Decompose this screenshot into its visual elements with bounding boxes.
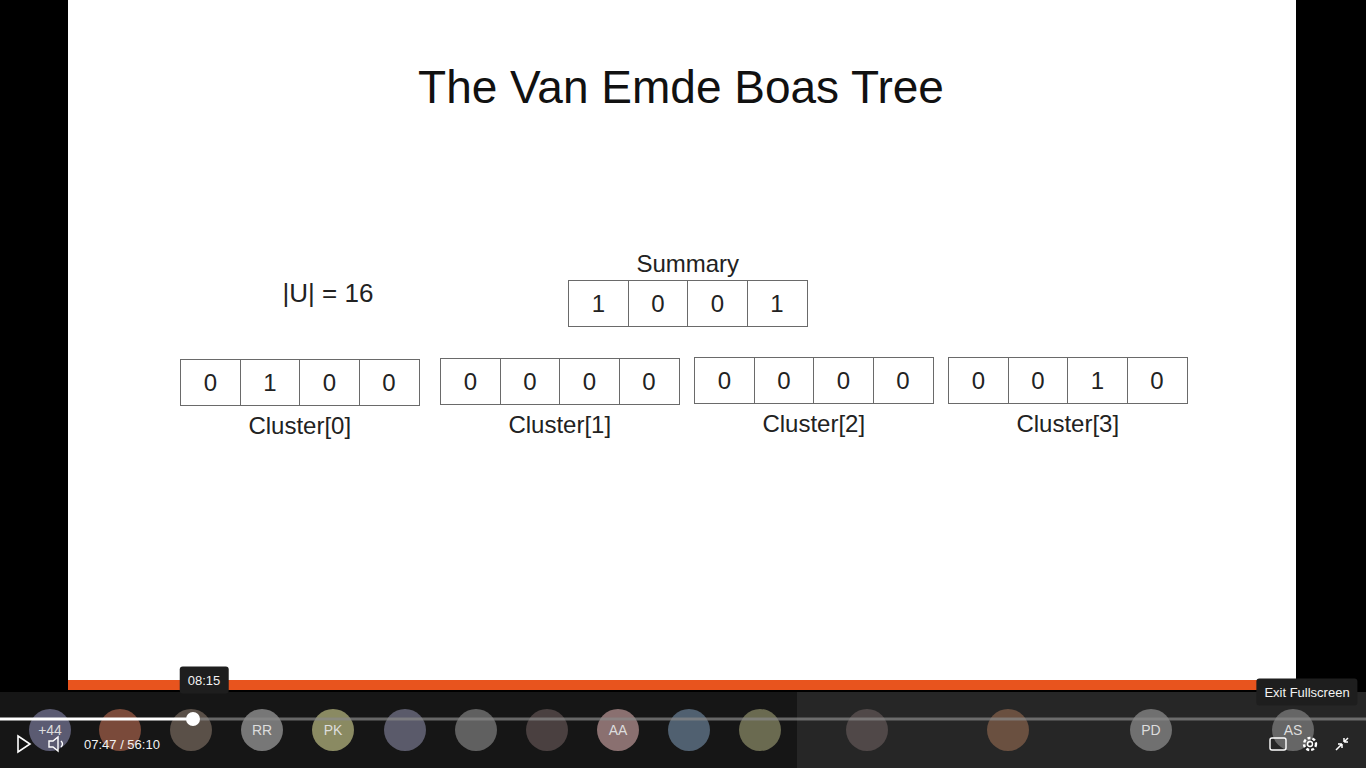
- slide: [68, 0, 1296, 680]
- cluster-label: Cluster[2]: [762, 410, 865, 438]
- captions-icon: [1270, 738, 1286, 750]
- bit-value: 1: [592, 290, 605, 318]
- bit-cell: 1: [747, 280, 808, 327]
- avatar: [312, 709, 354, 751]
- participant-initials: PD: [1141, 722, 1160, 738]
- participant-strip: [0, 692, 797, 768]
- avatar: [1272, 709, 1314, 751]
- bit-value: 0: [523, 368, 536, 396]
- avatar: [526, 709, 568, 751]
- cluster-label: Cluster[0]: [248, 412, 351, 440]
- progress-remaining: [193, 718, 1366, 721]
- avatar: [170, 709, 212, 751]
- participant-initials: AA: [609, 722, 628, 738]
- bit-value: 0: [382, 369, 395, 397]
- avatar: [739, 709, 781, 751]
- cell-row: 0 0 0 0: [694, 357, 934, 404]
- bit-value: 0: [777, 367, 790, 395]
- volume-icon: [61, 741, 63, 747]
- cell-row: 0 0 0 0: [440, 358, 680, 405]
- avatar: [597, 709, 639, 751]
- bit-cell: 1: [568, 280, 629, 327]
- bit-value: 0: [204, 369, 217, 397]
- bit-cell: 0: [873, 357, 934, 404]
- bit-cell: 0: [813, 357, 874, 404]
- bit-cell: 0: [754, 357, 815, 404]
- playback-time: 07:47 / 56:10: [84, 737, 160, 752]
- participant-initials: RR: [252, 722, 272, 738]
- avatar: [384, 709, 426, 751]
- cell-row: 0 0 1 0: [948, 357, 1188, 404]
- cell-row: 0 1 0 0: [180, 359, 420, 406]
- bit-cell: 0: [180, 359, 241, 406]
- bit-value: 0: [583, 368, 596, 396]
- avatar: [1130, 709, 1172, 751]
- bit-cell: 1: [240, 359, 301, 406]
- progress-knob: [186, 712, 200, 726]
- participant-count: +44: [38, 722, 62, 738]
- cluster-label: Cluster[1]: [508, 411, 611, 439]
- bit-cell: 0: [359, 359, 420, 406]
- participant-initials: PK: [324, 722, 343, 738]
- bit-cell: 0: [559, 358, 620, 405]
- avatar: [668, 709, 710, 751]
- cluster-label: Cluster[3]: [1016, 410, 1119, 438]
- participant-initials: AS: [1284, 722, 1303, 738]
- bit-value: 1: [770, 290, 783, 318]
- bit-value: 0: [1031, 367, 1044, 395]
- bit-value: 1: [263, 369, 276, 397]
- universe-size: |U| = 16: [283, 278, 374, 309]
- exit-fullscreen-icon: [1336, 738, 1348, 750]
- avatar: [241, 709, 283, 751]
- avatar: [29, 709, 71, 751]
- bit-value: 0: [711, 290, 724, 318]
- avatar: [455, 709, 497, 751]
- bit-cell: 0: [1127, 357, 1188, 404]
- bit-value: 0: [896, 367, 909, 395]
- bit-cell: 0: [948, 357, 1009, 404]
- bit-value: 0: [972, 367, 985, 395]
- bit-value: 0: [718, 367, 731, 395]
- bit-value: 0: [837, 367, 850, 395]
- bit-cell: 1: [1067, 357, 1128, 404]
- bit-cell: 0: [299, 359, 360, 406]
- bit-cell: 0: [440, 358, 501, 405]
- avatar: [987, 709, 1029, 751]
- bit-value: 0: [651, 290, 664, 318]
- bit-cell: 0: [1008, 357, 1069, 404]
- settings-icon: [1308, 742, 1313, 747]
- bit-array: 0 0 0 0Cluster[2]: [694, 357, 934, 438]
- bit-array: 0 1 0 0Cluster[0]: [180, 359, 420, 440]
- settings-icon: [1304, 738, 1316, 750]
- bit-array: 0 0 1 0Cluster[3]: [948, 357, 1188, 438]
- bit-value: 0: [323, 369, 336, 397]
- button-tooltip: Exit Fullscreen: [1256, 679, 1357, 706]
- bit-cell: 0: [694, 357, 755, 404]
- cell-row: 1 0 0 1: [568, 280, 808, 327]
- bit-cell: 0: [500, 358, 561, 405]
- play-icon: [18, 736, 30, 752]
- bit-cell: 0: [628, 280, 689, 327]
- bit-value: 0: [464, 368, 477, 396]
- avatar: [846, 709, 888, 751]
- bit-cell: 0: [619, 358, 680, 405]
- array-heading: Summary: [636, 250, 739, 278]
- bit-value: 1: [1091, 367, 1104, 395]
- bit-array: Summary 1 0 0 1: [568, 250, 808, 327]
- progress-played: [0, 718, 193, 721]
- slide-accent-bar: [68, 680, 1296, 690]
- slide-title: The Van Emde Boas Tree: [418, 60, 944, 114]
- bit-cell: 0: [687, 280, 748, 327]
- bit-value: 0: [642, 368, 655, 396]
- bit-array: 0 0 0 0Cluster[1]: [440, 358, 680, 439]
- seek-tooltip: 08:15: [180, 667, 229, 694]
- bit-value: 0: [1150, 367, 1163, 395]
- volume-icon: [49, 737, 58, 751]
